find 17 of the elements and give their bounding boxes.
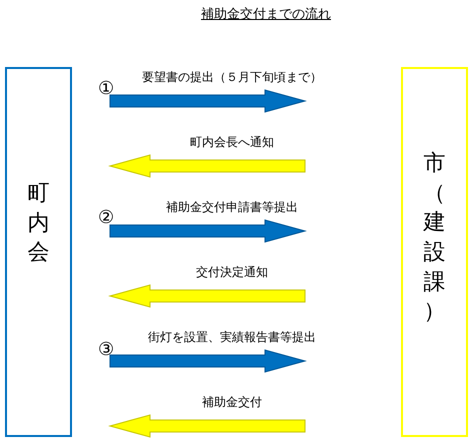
block-arrow xyxy=(110,349,307,373)
block-arrow xyxy=(108,284,306,308)
block-arrow xyxy=(108,414,306,438)
organization-name: 市（建設課） xyxy=(424,150,446,326)
edge-label: 補助金交付 xyxy=(200,394,264,411)
organization-box xyxy=(5,67,72,437)
block-arrow xyxy=(110,89,307,113)
edge-label: 交付決定通知 xyxy=(194,264,270,281)
block-arrow xyxy=(110,219,307,243)
step-number: ① xyxy=(98,78,114,99)
organization-box xyxy=(401,67,468,437)
edge-label: 町内会長へ通知 xyxy=(188,134,276,151)
organization-name: 町内会 xyxy=(28,180,50,268)
step-number: ③ xyxy=(98,339,114,360)
step-number: ② xyxy=(98,207,114,228)
block-arrow xyxy=(108,154,306,178)
diagram-title: 補助金交付までの流れ xyxy=(201,6,331,23)
